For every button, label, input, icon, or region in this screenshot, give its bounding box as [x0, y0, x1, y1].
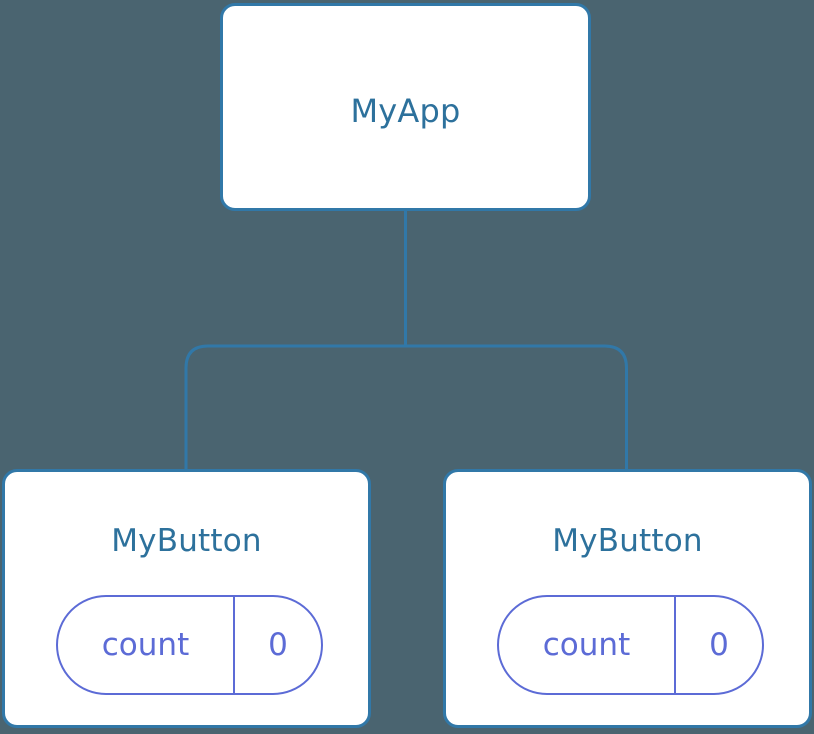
tree-node-mybutton-1[interactable]: MyButton count 0 [2, 469, 371, 728]
edge-root-to-child-right [405, 344, 628, 470]
state-value: 0 [268, 626, 288, 663]
state-key: count [58, 597, 235, 693]
node-title: MyButton [552, 523, 703, 559]
node-title: MyButton [111, 523, 262, 559]
state-key: count [499, 597, 676, 693]
node-title: MyApp [350, 92, 461, 130]
state-value: 0 [709, 626, 729, 663]
state-pill[interactable]: count 0 [497, 595, 764, 695]
tree-node-myapp[interactable]: MyApp [220, 3, 591, 211]
state-pill[interactable]: count 0 [56, 595, 323, 695]
tree-node-mybutton-2[interactable]: MyButton count 0 [443, 469, 812, 728]
edge-root-to-child-left [184, 344, 406, 470]
